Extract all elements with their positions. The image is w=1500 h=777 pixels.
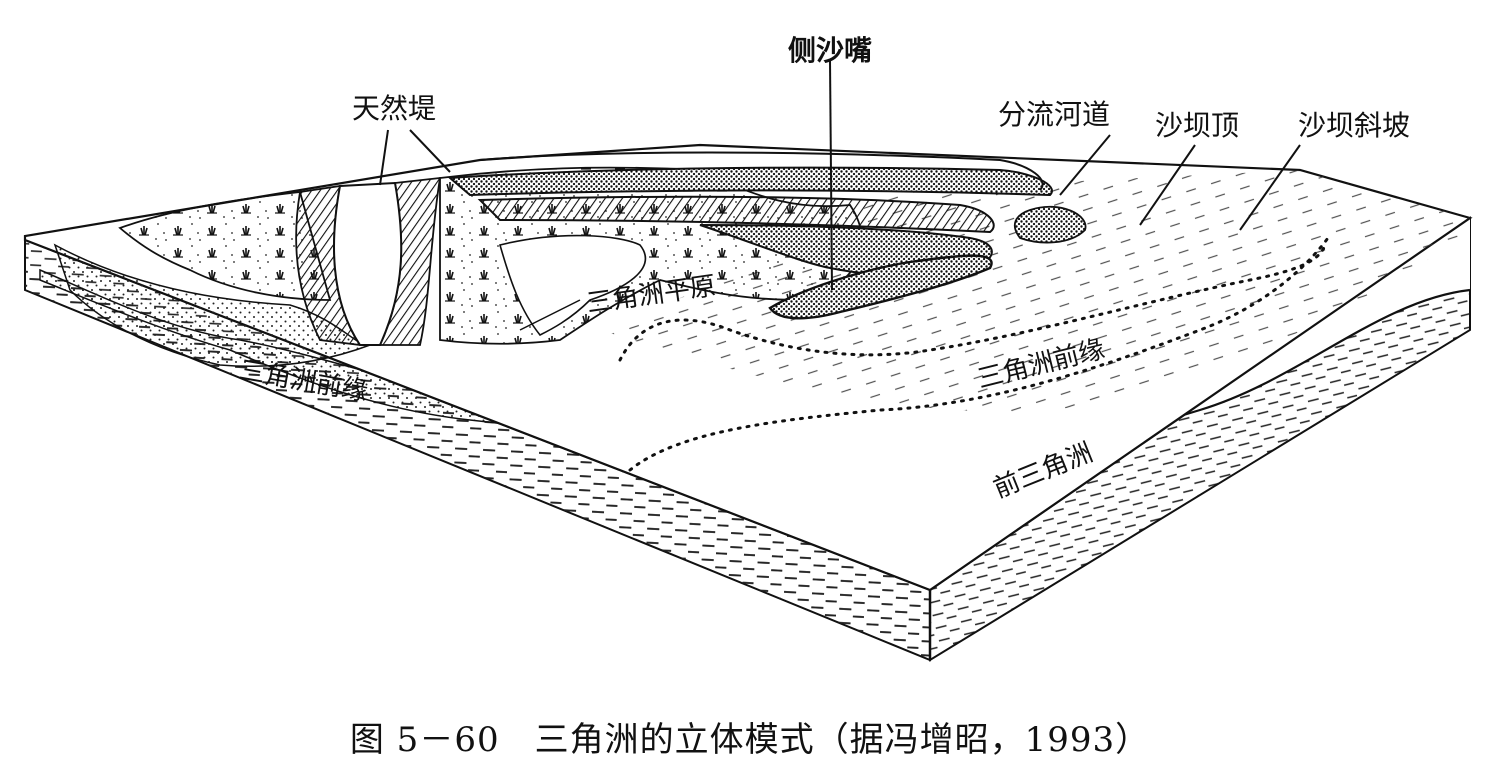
delta-block-diagram: 天然堤 侧沙嘴 分流河道 沙坝顶 沙坝斜坡 三角洲平原 三角洲前缘 三角洲前缘 …: [23, 34, 1473, 662]
label-bar-slope: 沙坝斜坡: [1298, 109, 1410, 142]
label-bar-crest: 沙坝顶: [1155, 109, 1239, 142]
dotted-boundary-inner: [618, 243, 1327, 362]
lateral-bar: [768, 254, 993, 320]
label-levee: 天然堤: [352, 92, 436, 125]
dotted-boundary-outer: [628, 233, 1332, 472]
main-channel: [333, 181, 403, 346]
distributary-ridge-2: [477, 195, 995, 234]
front-face-base: [25, 270, 930, 660]
left-marsh: [118, 191, 332, 301]
distributary-ridge-1: [447, 166, 1053, 197]
label-distributary-channel: 分流河道: [998, 98, 1110, 131]
plain-lake: [499, 234, 647, 337]
label-lateral-bar: 侧沙嘴: [788, 34, 872, 67]
figure-caption: 图 5－60 三角洲的立体模式（据冯增昭，1993）: [349, 720, 1151, 760]
mouth-bar: [1013, 205, 1087, 244]
